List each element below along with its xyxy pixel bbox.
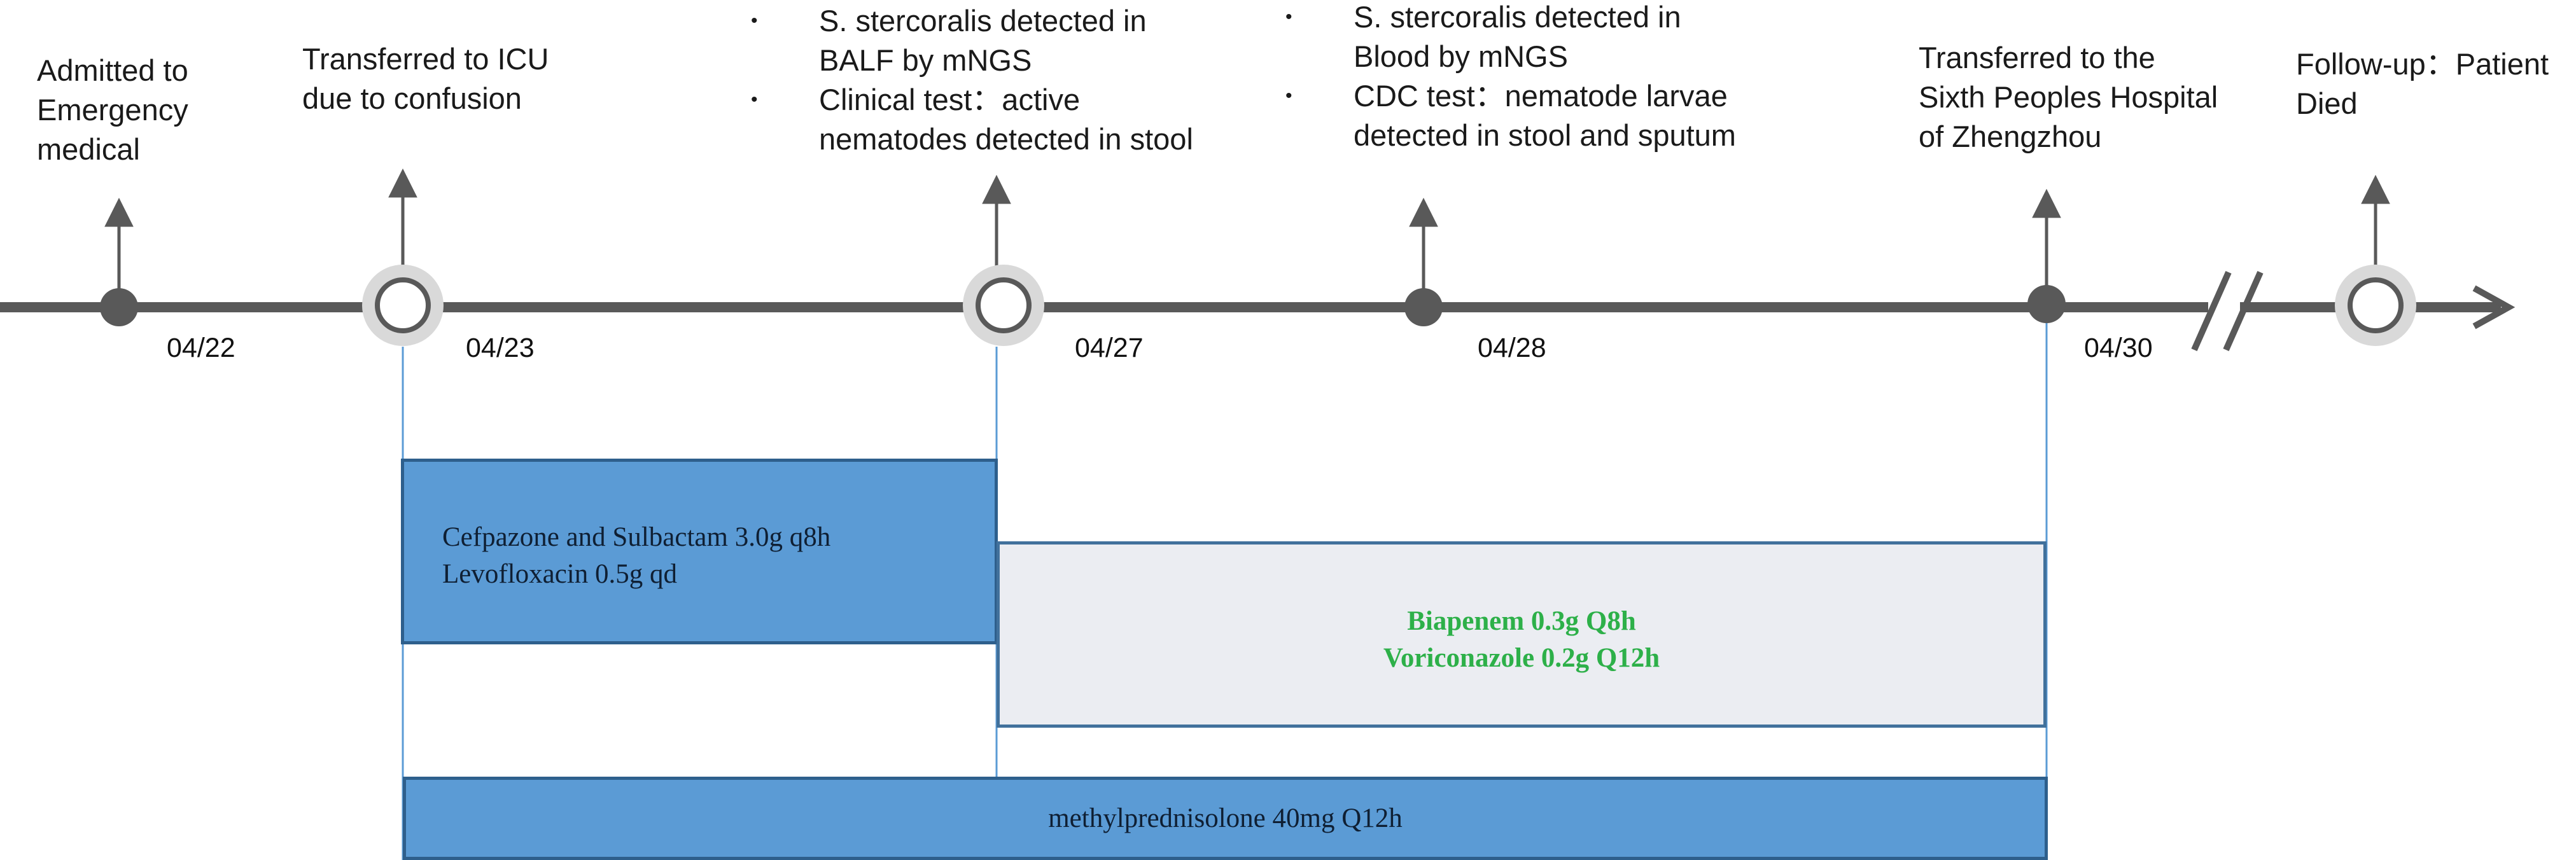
event-balf-b1-line-1: S. stercoralis detected in [819, 4, 1147, 38]
treatment-methylpred-line-1: methylprednisolone 40mg Q12h [1048, 803, 1403, 833]
treatment-biapenem-line-2: Voriconazole 0.2g Q12h [1383, 643, 1660, 673]
event-blood-b1-line-1: S. stercoralis detected in [1354, 0, 1681, 34]
event-followup-line-1: Follow-up：Patient [2296, 47, 2549, 81]
treatment-box-methylprednisolone: methylprednisolone 40mg Q12h [403, 777, 2048, 860]
event-blood-b2-line-2: detected in stool and sputum [1354, 118, 1736, 152]
date-label: 04/30 [2084, 333, 2153, 363]
marker-ring-0427 [963, 265, 1044, 346]
event-blood-b2-line-1: CDC test：nematode larvae [1354, 79, 1728, 113]
axis-break-mark-2 [2223, 270, 2264, 352]
event-icu-line-2: due to confusion [302, 81, 522, 115]
axis-break-mark-1 [2191, 270, 2232, 352]
date-label: 04/23 [466, 333, 535, 363]
treatment-box-cefpazone: Cefpazone and Sulbactam 3.0g q8h Levoflo… [401, 459, 998, 644]
event-balf-b2-line-2: nematodes detected in stool [819, 122, 1193, 156]
treatment-box-biapenem: Biapenem 0.3g Q8h Voriconazole 0.2g Q12h [997, 541, 2047, 728]
event-admitted-line-3: medical [37, 132, 140, 166]
event-admitted-line-1: Admitted to [37, 53, 188, 87]
event-balf-bullet-1: • S. stercoralis detected in BALF by mNG… [751, 1, 1193, 80]
event-admitted: Admitted to Emergency medical [37, 51, 188, 169]
date-label: 04/22 [167, 333, 235, 363]
treatment-biapenem-line-1: Biapenem 0.3g Q8h [1407, 606, 1636, 636]
marker-dot-0422 [100, 288, 138, 326]
date-label: 04/28 [1478, 333, 1546, 363]
event-transfer-line-1: Transferred to the [1919, 41, 2155, 74]
event-followup: Follow-up：Patient Died [2296, 45, 2549, 123]
date-label: 04/27 [1075, 333, 1144, 363]
marker-dot-0430 [2027, 285, 2066, 323]
event-blood-list: • S. stercoralis detected in Blood by mN… [1285, 0, 1736, 155]
treatment-cefpazone-line-1: Cefpazone and Sulbactam 3.0g q8h [442, 522, 831, 552]
marker-dot-0428 [1404, 288, 1443, 326]
event-balf-list: • S. stercoralis detected in BALF by mNG… [751, 1, 1193, 159]
event-transfer-line-2: Sixth Peoples Hospital [1919, 80, 2218, 114]
event-balf-bullet-2: • Clinical test：active nematodes detecte… [751, 80, 1193, 159]
event-transfer: Transferred to the Sixth Peoples Hospita… [1919, 38, 2218, 156]
event-transfer-line-3: of Zhengzhou [1919, 120, 2102, 153]
event-blood-bullet-1: • S. stercoralis detected in Blood by mN… [1285, 0, 1736, 76]
event-icu-line-1: Transferred to ICU [302, 42, 549, 76]
event-blood-bullet-2: • CDC test：nematode larvae detected in s… [1285, 76, 1736, 155]
event-blood-b1-line-2: Blood by mNGS [1354, 39, 1568, 73]
event-balf-b1-line-2: BALF by mNGS [819, 43, 1032, 77]
event-icu: Transferred to ICU due to confusion [302, 39, 549, 118]
marker-ring-followup [2335, 265, 2416, 346]
bullet-dot: • [1285, 85, 1292, 106]
axis-arrow-head [2472, 285, 2516, 329]
event-followup-line-2: Died [2296, 87, 2358, 120]
bullet-dot: • [751, 10, 758, 31]
event-balf-b2-line-1: Clinical test：active [819, 83, 1081, 116]
event-arrows [104, 168, 2390, 299]
marker-ring-0423 [362, 265, 444, 346]
bullet-dot: • [751, 89, 758, 110]
treatment-cefpazone-line-2: Levofloxacin 0.5g qd [442, 559, 677, 589]
bullet-dot: • [1285, 6, 1292, 27]
event-admitted-line-2: Emergency [37, 93, 188, 127]
